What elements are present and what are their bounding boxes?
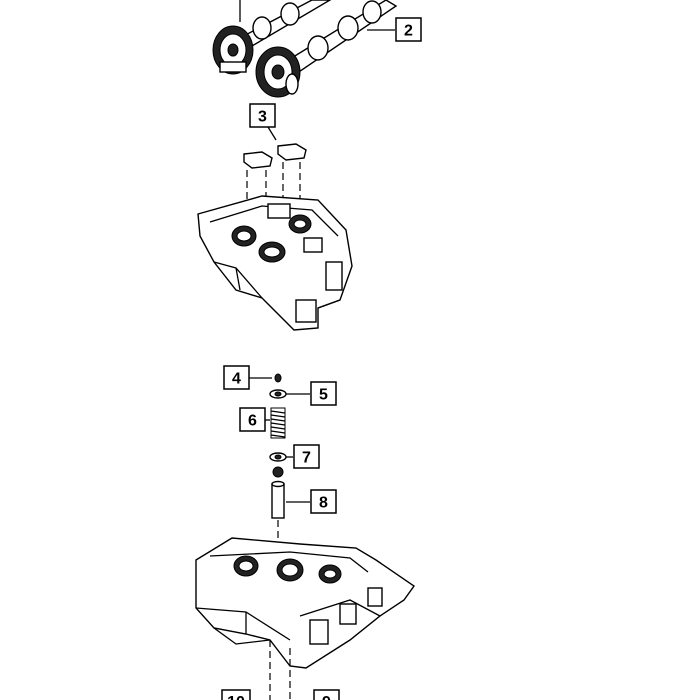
valve-guide[interactable] [271, 480, 285, 519]
callout-8: 8 [310, 489, 337, 514]
cylinder-head-lower[interactable] [195, 537, 415, 669]
camshaft-assembly[interactable] [212, 0, 398, 98]
callout-9: 9 [313, 689, 340, 700]
callout-6: 6 [239, 407, 266, 432]
valve-keeper[interactable] [274, 373, 282, 383]
callout-5-label: 5 [319, 387, 328, 404]
callout-2-label: 2 [404, 23, 413, 40]
callout-3: 3 [249, 103, 276, 128]
valve-spring-retainer[interactable] [269, 389, 287, 399]
valve-spring[interactable] [270, 407, 286, 439]
callout-2: 2 [395, 17, 422, 42]
callout-4: 4 [223, 365, 250, 390]
callout-10-label: 10 [227, 694, 245, 700]
callout-8-label: 8 [319, 495, 328, 512]
callout-7-label: 7 [302, 450, 311, 467]
cylinder-head-upper[interactable] [197, 195, 353, 331]
callout-7: 7 [293, 444, 320, 469]
callout-9-label: 9 [322, 694, 331, 700]
camshaft-bearing-caps[interactable] [243, 143, 307, 169]
callout-6-label: 6 [248, 413, 257, 430]
callout-10: 10 [221, 689, 251, 700]
callout-3-label: 3 [258, 109, 267, 126]
callout-5: 5 [310, 381, 337, 406]
valve-stem-seal[interactable] [269, 452, 287, 478]
callout-4-label: 4 [232, 371, 241, 388]
